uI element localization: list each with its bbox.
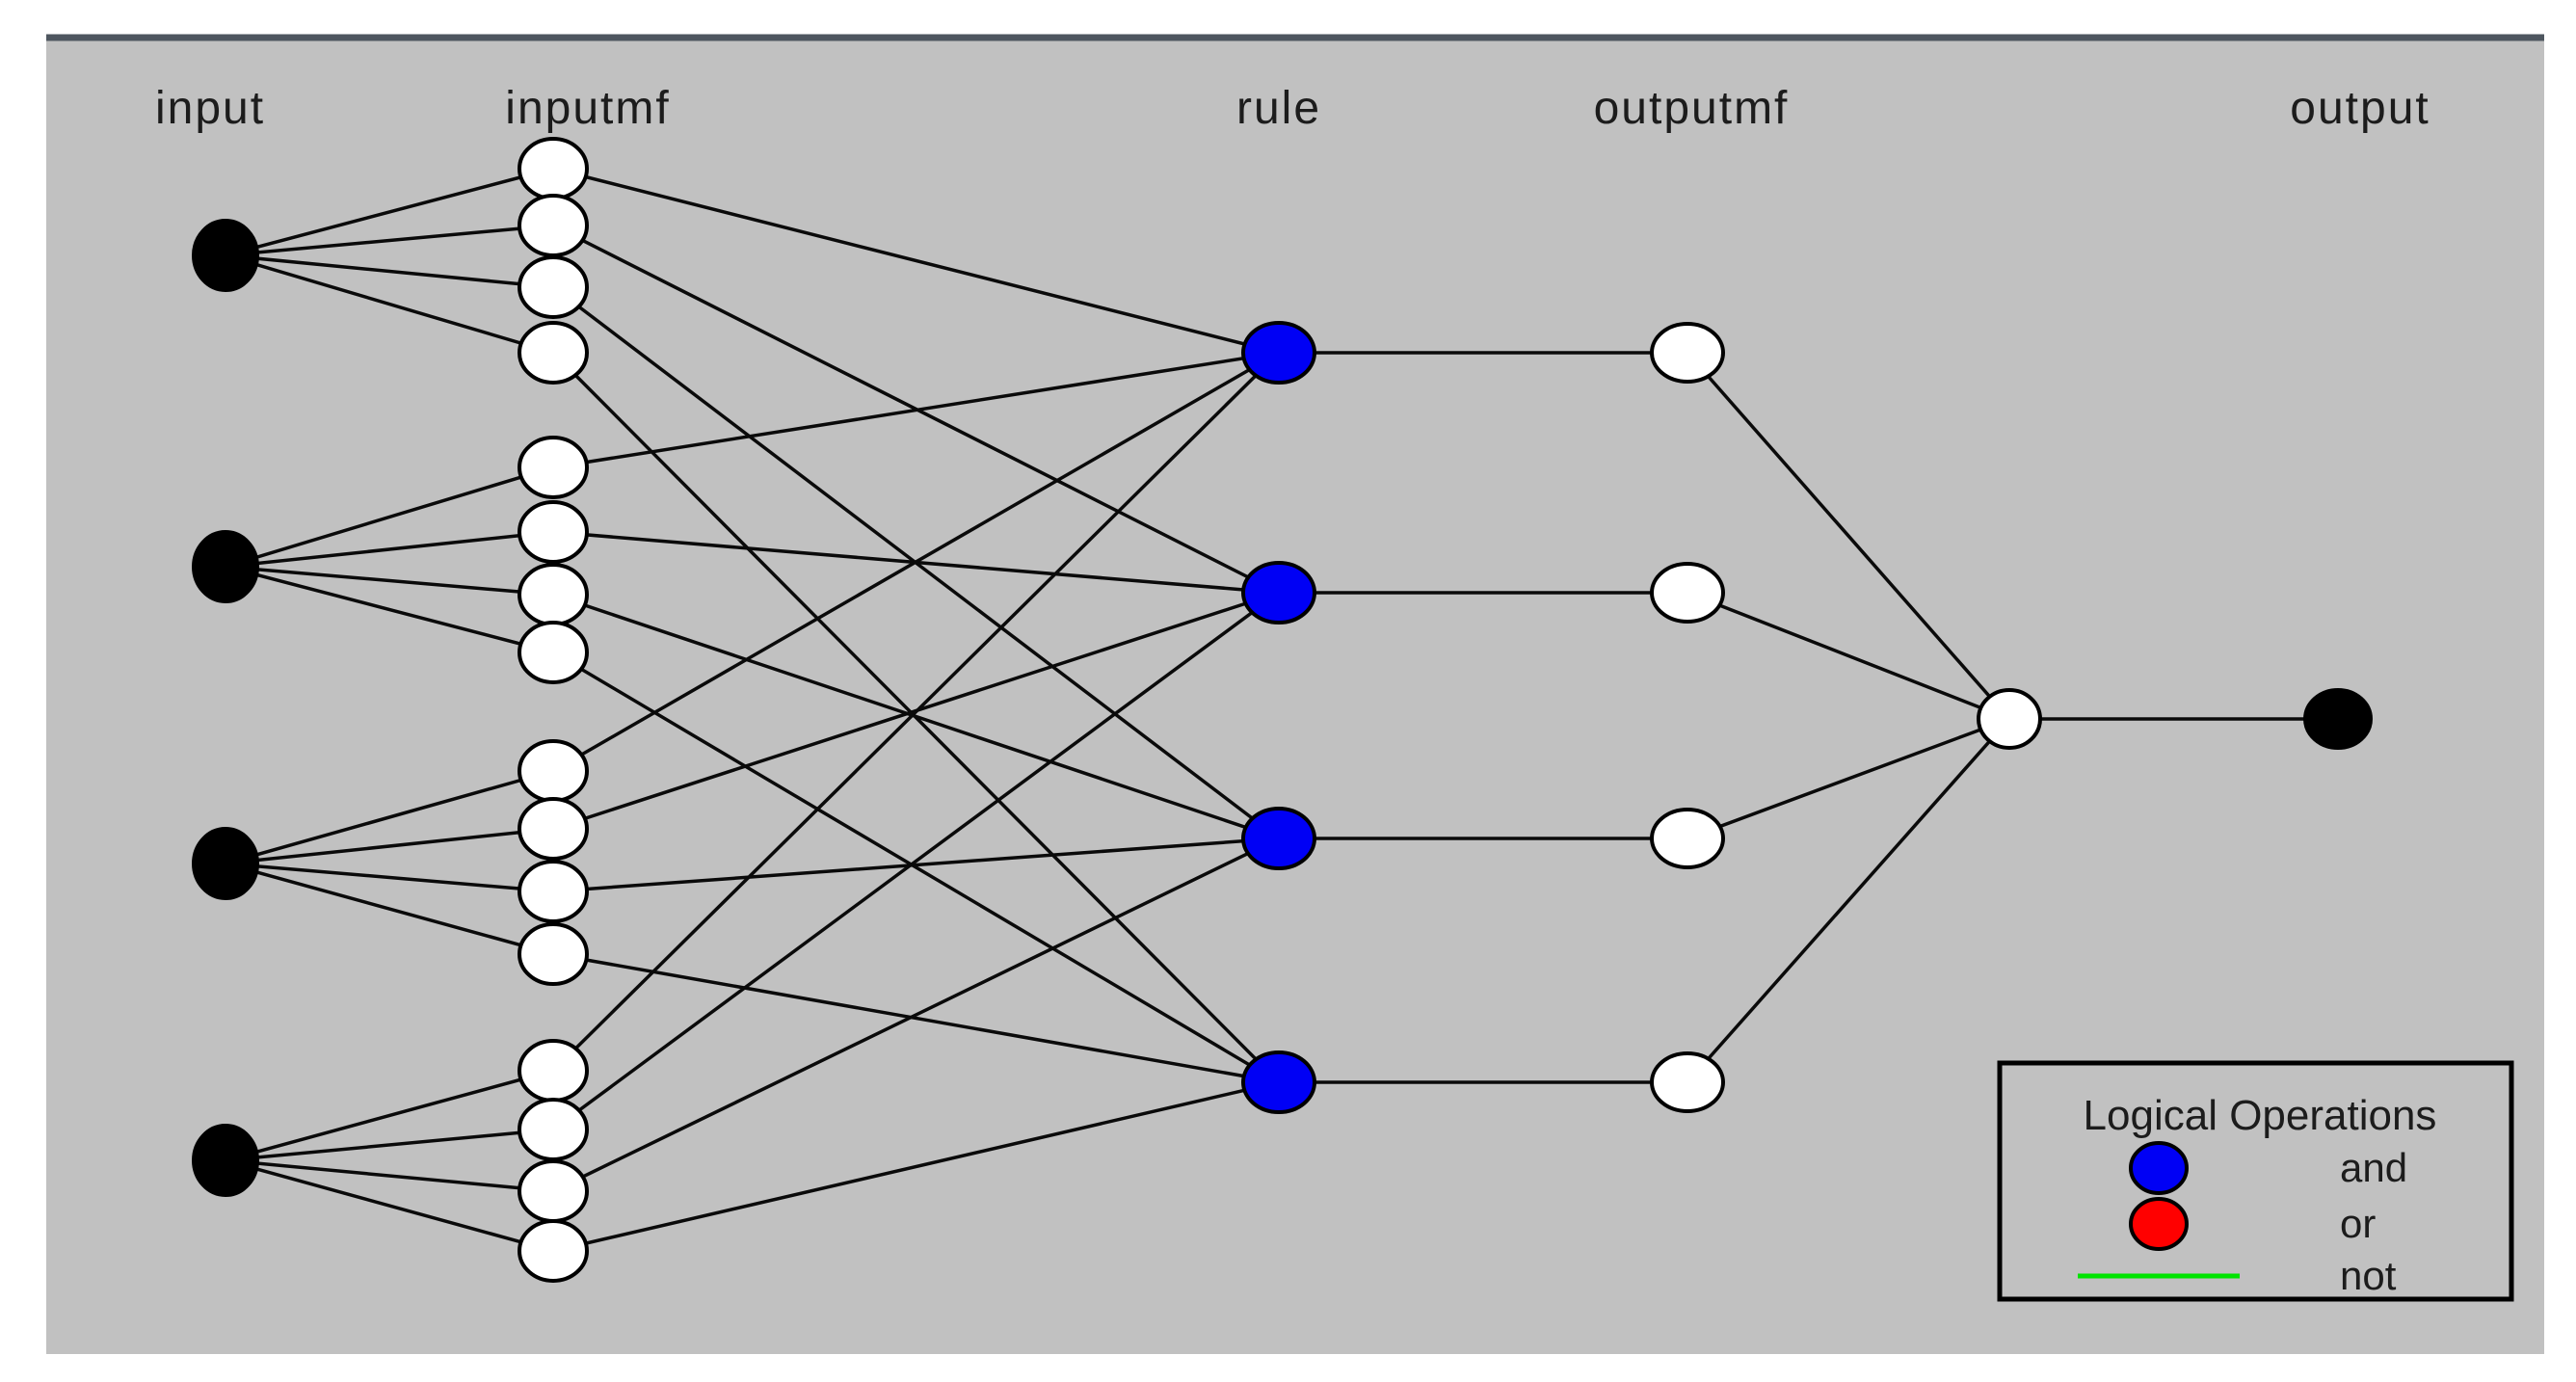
inputmf-node-3 — [518, 255, 589, 319]
outputmf-node-3 — [1650, 808, 1725, 869]
edge-inputmf-to-rule — [552, 651, 1280, 1084]
rule-node-1 — [1241, 321, 1316, 385]
plot-background — [46, 35, 2544, 1354]
output-node-1 — [2303, 688, 2373, 750]
outputmf-node-1 — [1650, 322, 1725, 384]
rule-node-4 — [1241, 1050, 1316, 1114]
edge-input-to-inputmf — [225, 167, 554, 257]
inputmf-node-7 — [518, 563, 589, 626]
inputmf-node-5 — [518, 436, 589, 499]
edge-outputmf-to-aggregate — [1686, 591, 2010, 721]
edge-input-to-inputmf — [225, 1158, 554, 1193]
column-label-input: input — [155, 83, 265, 134]
input-node-3 — [192, 827, 259, 900]
outputmf-node-2 — [1650, 562, 1725, 624]
edge-input-to-inputmf — [225, 224, 554, 257]
legend-border — [1997, 1060, 2514, 1302]
nodes-layer — [192, 137, 2373, 1283]
edge-inputmf-to-rule — [551, 591, 1281, 1131]
edge-inputmf-to-rule — [552, 167, 1280, 355]
legend-items: and or not — [2078, 1141, 2407, 1298]
inputmf-node-14 — [518, 1098, 589, 1161]
edges-layer — [225, 167, 2338, 1253]
edge-input-to-inputmf — [225, 253, 554, 355]
legend-marker-and-circle-icon — [2129, 1141, 2189, 1195]
inputmf-node-4 — [518, 321, 589, 385]
edge-input-to-inputmf — [225, 862, 554, 956]
input-node-1 — [192, 219, 259, 292]
edge-outputmf-to-aggregate — [1686, 717, 2010, 840]
outputmf-node-4 — [1650, 1051, 1725, 1113]
edge-input-to-inputmf — [225, 769, 554, 865]
input-node-4 — [192, 1124, 259, 1197]
inputmf-node-13 — [518, 1039, 589, 1103]
edge-inputmf-to-rule — [552, 351, 1280, 773]
legend-item-label-not: not — [2340, 1253, 2397, 1298]
inputmf-node-12 — [518, 922, 589, 986]
inputmf-node-16 — [518, 1219, 589, 1283]
inputmf-node-11 — [518, 860, 589, 923]
rule-node-2 — [1241, 561, 1316, 625]
edge-input-to-inputmf — [225, 862, 554, 893]
inputmf-node-15 — [518, 1159, 589, 1223]
edge-input-to-inputmf — [225, 827, 554, 865]
rule-node-3 — [1241, 807, 1316, 870]
edge-outputmf-to-aggregate — [1686, 351, 2011, 721]
edge-input-to-inputmf — [225, 465, 554, 569]
column-label-rule: rule — [1236, 83, 1321, 134]
edge-inputmf-to-rule — [552, 351, 1280, 469]
edge-input-to-inputmf — [225, 1158, 554, 1253]
inputmf-node-2 — [518, 194, 589, 257]
column-label-output: output — [2290, 83, 2430, 134]
edge-input-to-inputmf — [225, 565, 554, 597]
inputmf-node-10 — [518, 797, 589, 861]
inputmf-node-9 — [518, 739, 589, 803]
legend-marker-or-circle-icon — [2129, 1197, 2189, 1251]
legend-item-label-and: and — [2340, 1145, 2407, 1190]
edge-input-to-inputmf — [225, 1069, 554, 1162]
edge-inputmf-to-rule — [552, 837, 1280, 1193]
input-node-2 — [192, 530, 259, 603]
column-labels: input inputmf rule outputmf output — [155, 83, 2430, 134]
edge-inputmf-to-rule — [552, 1080, 1280, 1253]
legend-box: Logical Operations and or not — [1997, 1060, 2514, 1302]
edge-inputmf-to-rule — [552, 837, 1280, 893]
edge-input-to-inputmf — [225, 565, 554, 654]
edge-outputmf-to-aggregate — [1686, 717, 2011, 1084]
column-label-inputmf: inputmf — [505, 83, 670, 134]
edge-input-to-inputmf — [225, 1128, 554, 1162]
aggregate-node-1 — [1977, 688, 2042, 750]
inputmf-node-8 — [518, 621, 589, 684]
inputmf-node-1 — [518, 137, 589, 200]
edge-input-to-inputmf — [225, 253, 554, 289]
legend-title: Logical Operations — [2084, 1092, 2437, 1139]
legend-item-label-or: or — [2340, 1201, 2376, 1246]
edge-inputmf-to-rule — [551, 351, 1281, 1073]
edge-input-to-inputmf — [225, 530, 554, 569]
inputmf-node-6 — [518, 500, 589, 564]
edge-inputmf-to-rule — [552, 593, 1280, 840]
column-label-outputmf: outputmf — [1594, 83, 1790, 134]
edge-inputmf-to-rule — [552, 952, 1280, 1084]
